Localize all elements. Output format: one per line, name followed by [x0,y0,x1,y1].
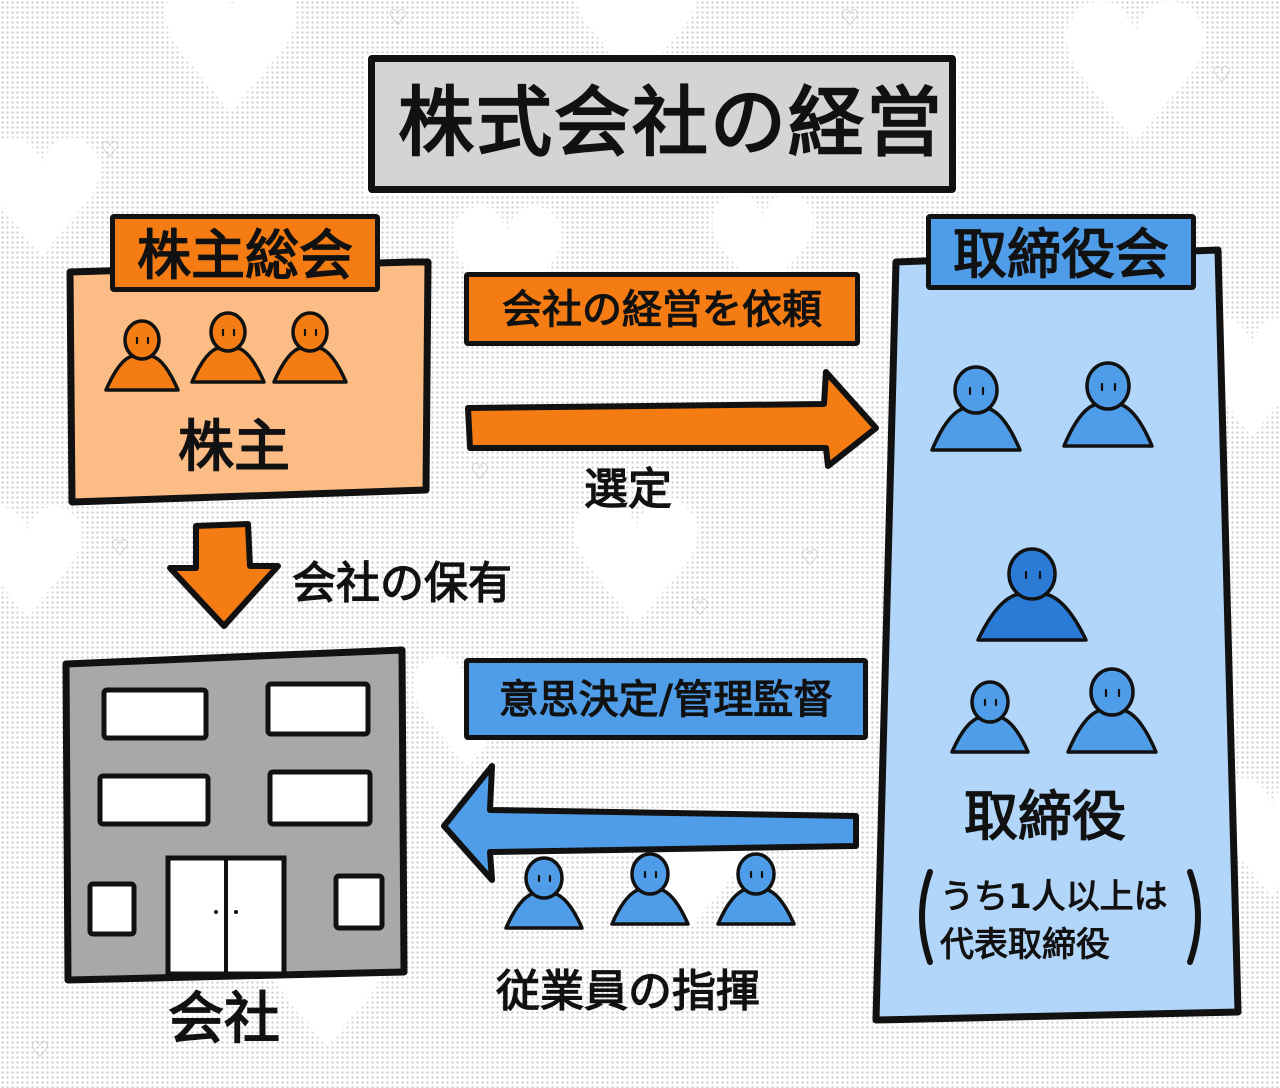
page-title: 株式会社の経営 [398,78,944,167]
background-heart-icon: ♥ [0,478,95,652]
decision-label: 意思決定/管理監督 [464,658,868,740]
board-note-line2: 代表取締役 [940,925,1110,965]
heart-outline-icon: ♡ [110,536,130,561]
heart-outline-icon: ♡ [30,1038,50,1063]
background-heart-icon: ♥ [0,106,114,293]
select-label: 選定 [584,464,672,515]
title-box [368,55,956,193]
command-label: 従業員の指揮 [496,966,760,1017]
heart-outline-icon: ♡ [1212,63,1232,88]
decision-arrow-icon [441,763,859,883]
heart-outline-icon: ♡ [690,596,710,621]
board-label: 取締役会 [926,214,1196,290]
heart-outline-icon: ♡ [470,460,490,485]
board-members-label: 取締役 [964,785,1126,848]
note-bracket-right [1187,869,1201,965]
shareholders-meeting-label: 株主総会 [110,214,380,292]
heart-outline-icon: ♡ [100,138,120,163]
background-heart-icon: ♥ [1050,0,1221,185]
heart-outline-icon: ♡ [388,6,408,31]
company-building-icon [62,646,408,984]
select-arrow-icon [465,369,879,469]
background-heart-icon: ♥ [150,0,312,154]
note-bracket-left [919,869,933,965]
board-note-line1: うち1人以上は [940,877,1168,917]
background-heart-icon: ♥ [560,466,713,664]
shareholders-members-label: 株主 [178,415,290,480]
entrust-label: 会社の経営を依頼 [464,272,860,346]
company-label: 会社 [168,987,280,1052]
heart-outline-icon: ♡ [800,546,820,571]
ownership-label: 会社の保有 [292,558,512,609]
heart-outline-icon: ♡ [840,6,860,31]
ownership-arrow-icon [167,521,281,629]
